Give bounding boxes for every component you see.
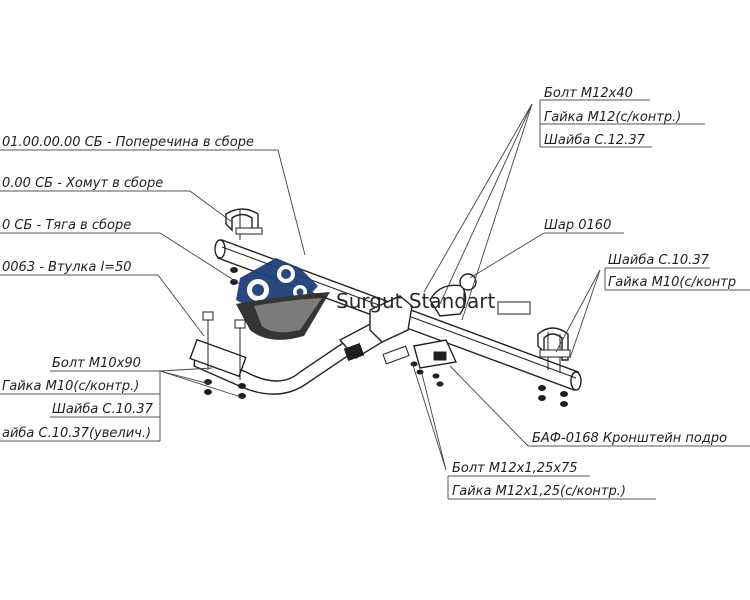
label-washer-c1237: Шайба С.12.37 — [544, 133, 646, 148]
label-bushing: 0063 - Втулка l=50 — [2, 260, 132, 275]
label-rod: 0 СБ - Тяга в сборе — [2, 218, 131, 233]
label-bracket: БАФ-0168 Кронштейн подро — [532, 431, 727, 446]
label-nut-m10-left: Гайка М10(с/контр.) — [2, 379, 139, 394]
bracket — [413, 339, 458, 369]
gear-logo-icon — [236, 258, 330, 340]
clamp-left — [225, 208, 263, 240]
label-crossmember: 01.00.00.00 СБ - Поперечина в сборе — [2, 135, 254, 150]
clamp-right — [537, 327, 571, 372]
label-ball: Шар 0160 — [544, 218, 611, 233]
callout-labels: Болт М12х40 Гайка М12(с/контр.) Шайба С.… — [2, 86, 736, 499]
label-bolt-m10x90: Болт М10х90 — [52, 356, 141, 371]
leader-lines — [0, 99, 750, 500]
watermark-logo: Surgut Standart — [236, 258, 495, 340]
label-clamp: 0.00 СБ - Хомут в сборе — [2, 176, 163, 191]
label-nut-m12x125: Гайка М12х1,25(с/контр.) — [452, 484, 626, 499]
label-washer-c1037-enlarged: айба С.10.37(увелич.) — [2, 426, 151, 441]
label-bolt-m12x125: Болт М12х1,25х75 — [452, 461, 578, 476]
ball-mount — [338, 273, 477, 365]
label-bolt-m12x40: Болт М12х40 — [544, 86, 633, 101]
label-washer-c1037-right: Шайба С.10.37 — [608, 253, 710, 268]
label-washer-c1037-left: Шайба С.10.37 — [52, 402, 154, 417]
watermark-text: Surgut Standart — [336, 289, 495, 313]
label-nut-m12: Гайка М12(с/контр.) — [544, 110, 681, 125]
label-nut-m10-right: Гайка М10(с/контр — [608, 275, 736, 290]
rod-assembly — [189, 311, 387, 395]
